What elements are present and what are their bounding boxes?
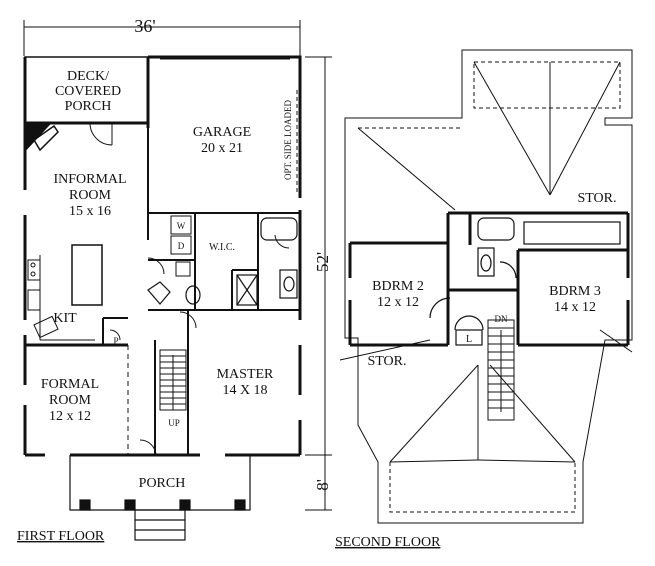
deck-label-1: DECK/ (67, 69, 109, 84)
linen-label: L (466, 334, 472, 345)
second-floor-windows (348, 278, 630, 300)
bdrm2-label-2: 12 x 12 (377, 295, 419, 310)
informal-label-1: INFORMAL (53, 172, 126, 187)
second-floor-caption: SECOND FLOOR (335, 535, 441, 550)
bdrm3-label-2: 14 x 12 (554, 300, 596, 315)
second-floor-fixtures (429, 217, 621, 346)
formal-label-1: FORMAL (41, 377, 99, 392)
second-floor-plan (339, 49, 633, 524)
front-porch (69, 455, 251, 541)
kit-label: KIT (53, 311, 77, 326)
dryer-label: D (178, 241, 185, 251)
garage-label-1: GARAGE (193, 125, 251, 140)
washer-label: W (177, 221, 186, 231)
width-label: 36' (134, 16, 155, 36)
deck-label-2: COVERED (55, 84, 121, 99)
doors (89, 122, 290, 456)
deck-label-3: PORCH (65, 99, 112, 114)
formal-label-2: ROOM (49, 393, 92, 408)
laundry (170, 215, 192, 277)
informal-label-2: ROOM (69, 188, 112, 203)
first-floor-plan (23, 20, 332, 541)
first-floor-labels: 36' 52' 8' DECK/ COVERED PORCH INFORMAL … (17, 16, 332, 544)
second-floor-stair-label: DN (495, 314, 508, 324)
master-label-1: MASTER (217, 367, 274, 382)
informal-label-3: 15 x 16 (69, 204, 111, 219)
master-bath-fixtures (147, 217, 298, 306)
second-floor-stair (487, 319, 515, 421)
bdrm2-label-1: BDRM 2 (372, 279, 424, 294)
second-floor-labels: BDRM 2 12 x 12 BDRM 3 14 x 12 STOR. STOR… (335, 191, 617, 550)
garage-label-2: 20 x 21 (201, 141, 243, 156)
wic-label: W.I.C. (209, 242, 235, 253)
bdrm3-label-1: BDRM 3 (549, 284, 601, 299)
kitchen-island (71, 244, 103, 306)
porch-depth-label: 8' (313, 479, 332, 491)
width-dimension (23, 20, 301, 56)
interior-walls (102, 128, 300, 455)
roof-outline (339, 49, 633, 524)
first-floor-caption: FIRST FLOOR (17, 529, 105, 544)
first-floor-stair-label: UP (168, 418, 180, 428)
garage-note: OPT. SIDE LOADED (283, 99, 293, 180)
formal-label-3: 12 x 12 (49, 409, 91, 424)
deck-outline (24, 56, 149, 124)
porch-label: PORCH (139, 476, 186, 491)
depth-dimension (305, 56, 332, 511)
first-floor-stair (159, 349, 187, 411)
pantry-label: P (113, 336, 118, 346)
kitchen-counter (27, 255, 95, 341)
windows (23, 190, 302, 457)
storage-bottom-label: STOR. (367, 354, 406, 369)
master-label-2: 14 X 18 (222, 383, 267, 398)
storage-top-label: STOR. (577, 191, 616, 206)
depth-label: 52' (313, 252, 332, 272)
